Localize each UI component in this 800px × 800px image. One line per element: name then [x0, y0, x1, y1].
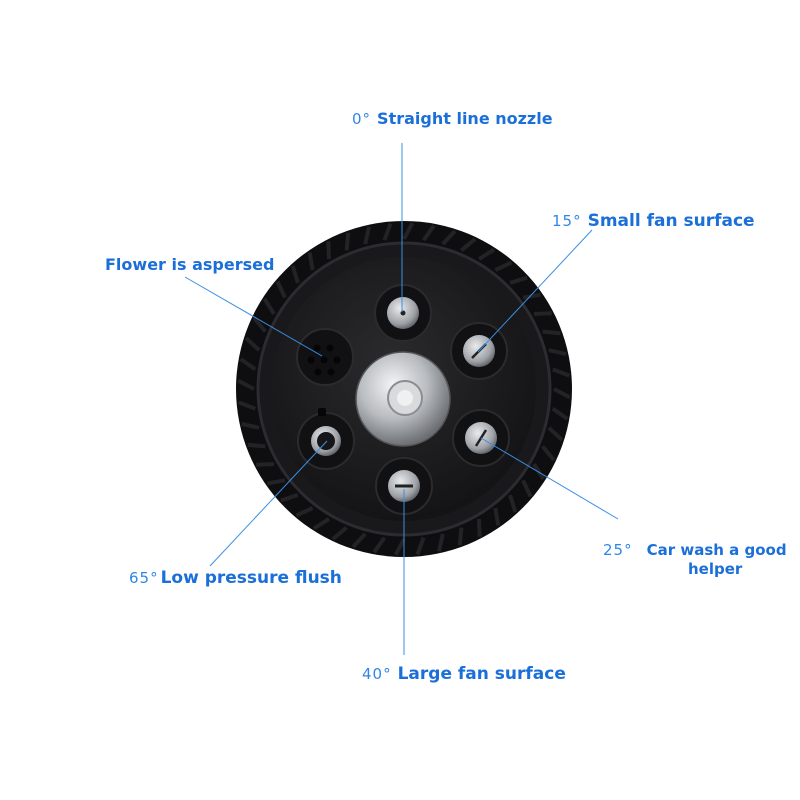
- rim-tread: [541, 445, 556, 462]
- rim-tread: [326, 241, 331, 260]
- nozzle-straight: [374, 284, 432, 342]
- rim-tread: [275, 280, 287, 299]
- degree-straight: 0°: [352, 110, 372, 128]
- rim-tread: [477, 518, 482, 537]
- center-hub-bolt: [397, 390, 413, 406]
- rim-tread: [372, 536, 387, 554]
- name-low-pressure: Low pressure flush: [160, 568, 342, 588]
- leader-small-fan: [477, 229, 593, 353]
- rim-tread: [508, 494, 518, 513]
- nozzle-low-pressure: [297, 412, 355, 470]
- rim-tread: [477, 247, 496, 261]
- leader-lines: [184, 143, 619, 655]
- rim-tread: [247, 442, 266, 449]
- rim-tread: [551, 406, 569, 421]
- rim-tread: [553, 387, 571, 400]
- rim-tread: [280, 493, 299, 503]
- name-straight: Straight line nozzle: [377, 109, 553, 128]
- rim-tread: [521, 479, 533, 498]
- rim-tread: [393, 538, 406, 556]
- leader-low-pressure: [209, 440, 328, 567]
- rim-tread: [239, 357, 257, 372]
- label-flower: Flower is aspersed: [105, 255, 274, 275]
- rim-tread: [237, 400, 256, 411]
- rim-tread: [547, 426, 564, 442]
- rim-tread: [441, 229, 457, 246]
- label-low-pressure: 65°Low pressure flush: [129, 568, 342, 588]
- rim-tread: [252, 316, 267, 333]
- rim-tread: [244, 336, 261, 352]
- rim-tread: [509, 275, 528, 285]
- nozzle-head: [236, 221, 572, 557]
- rim-tread: [290, 265, 300, 284]
- label-large-fan: 40° Large fan surface: [362, 664, 566, 684]
- rim-tread: [295, 506, 314, 518]
- rim-tread: [533, 311, 552, 316]
- rim-tread: [344, 232, 351, 251]
- rim-tread: [307, 252, 315, 271]
- rim-tread: [241, 421, 260, 430]
- leader-flower: [184, 276, 323, 357]
- label-car-wash-line2: helper: [688, 559, 742, 579]
- rim-tread: [436, 533, 445, 552]
- rim-tread: [351, 532, 367, 549]
- rim-tread: [312, 517, 331, 531]
- name-flower: Flower is aspersed: [105, 255, 275, 274]
- degree-small-fan: 15°: [552, 212, 582, 230]
- rim-tread: [522, 292, 541, 300]
- label-small-fan: 15° Small fan surface: [552, 211, 755, 231]
- rim-tread: [256, 462, 275, 467]
- degree-low-pressure: 65°: [129, 569, 159, 587]
- rim-tread: [552, 367, 571, 378]
- leader-car-wash: [480, 437, 619, 520]
- rim-tread: [548, 348, 567, 357]
- rim-tread: [542, 329, 561, 336]
- rim-tread: [460, 237, 477, 252]
- nozzle-flower: [296, 328, 354, 386]
- rim-tread: [415, 537, 426, 556]
- rim-tread: [493, 507, 501, 526]
- rim-tread: [421, 224, 436, 242]
- label-straight: 0° Straight line nozzle: [352, 109, 553, 129]
- rim-tread: [331, 526, 348, 541]
- small-slot: [318, 408, 326, 416]
- degree-car-wash: 25°: [603, 541, 633, 559]
- rim-tread: [402, 222, 415, 240]
- name-car-wash-2: helper: [688, 560, 743, 578]
- name-small-fan: Small fan surface: [587, 211, 755, 231]
- nozzle-large-fan: [375, 457, 433, 515]
- rim-tread: [363, 226, 372, 245]
- rim-tread: [267, 478, 286, 486]
- rim-tread: [457, 527, 464, 546]
- rim-tread: [382, 222, 393, 241]
- rim-tread: [237, 378, 255, 391]
- name-large-fan: Large fan surface: [397, 664, 566, 684]
- label-car-wash: 25° Car wash a good: [603, 540, 787, 560]
- degree-large-fan: 40°: [362, 665, 392, 683]
- rim-tread: [262, 297, 276, 316]
- rim-treads: [237, 222, 571, 556]
- rim-tread: [494, 260, 513, 272]
- name-car-wash: Car wash a good: [646, 541, 787, 559]
